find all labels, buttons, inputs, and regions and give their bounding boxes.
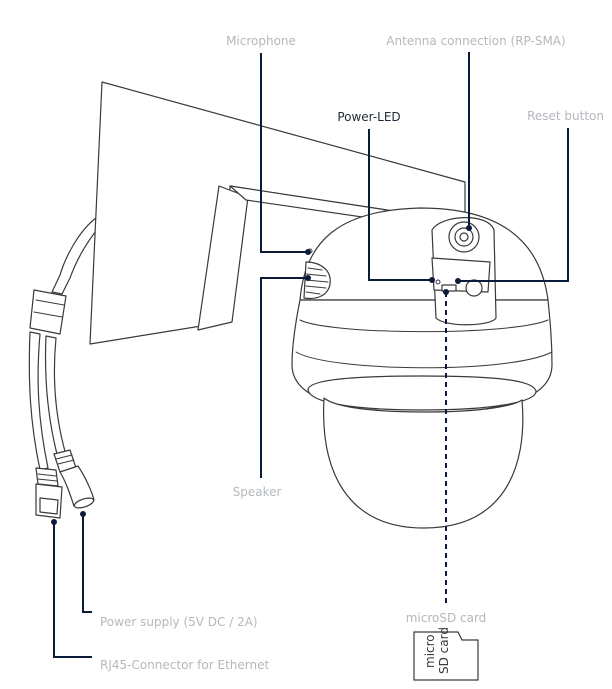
leader-lines <box>51 52 569 658</box>
microsd-card-icon <box>413 631 479 681</box>
main-cable <box>51 217 101 295</box>
label-speaker: Speaker <box>232 485 282 499</box>
label-power-led: Power-LED <box>337 110 401 124</box>
sd-card-text-line1: micro <box>423 634 437 668</box>
label-microphone: Microphone <box>226 34 296 48</box>
rj45-branch-cable <box>28 331 49 471</box>
cable-assembly <box>28 217 101 519</box>
reset-button-shape <box>465 279 483 297</box>
leader-power-supply <box>82 514 92 613</box>
leader-power-led <box>368 129 432 281</box>
leader-rj45 <box>53 522 92 658</box>
speaker-grille <box>303 261 331 300</box>
power-branch-cable <box>44 335 67 459</box>
dome-lens <box>323 397 524 529</box>
label-power-supply: Power supply (5V DC / 2A) <box>100 615 258 629</box>
leader-speaker <box>260 277 308 478</box>
camera-body <box>291 207 553 529</box>
rj45-connector <box>35 467 63 519</box>
dome-ring <box>307 375 537 411</box>
label-antenna: Antenna connection (RP-SMA) <box>386 34 566 48</box>
label-reset-button: Reset button <box>527 109 604 123</box>
leader-microphone <box>260 53 308 253</box>
microsd-slot <box>441 284 457 292</box>
label-microsd-card: microSD card <box>405 611 487 625</box>
label-rj45: RJ45-Connector for Ethernet <box>100 658 270 672</box>
leader-reset <box>458 128 569 282</box>
power-plug <box>53 449 95 509</box>
body-cap <box>299 207 549 301</box>
sd-card-text-line2: SD card <box>437 627 451 674</box>
